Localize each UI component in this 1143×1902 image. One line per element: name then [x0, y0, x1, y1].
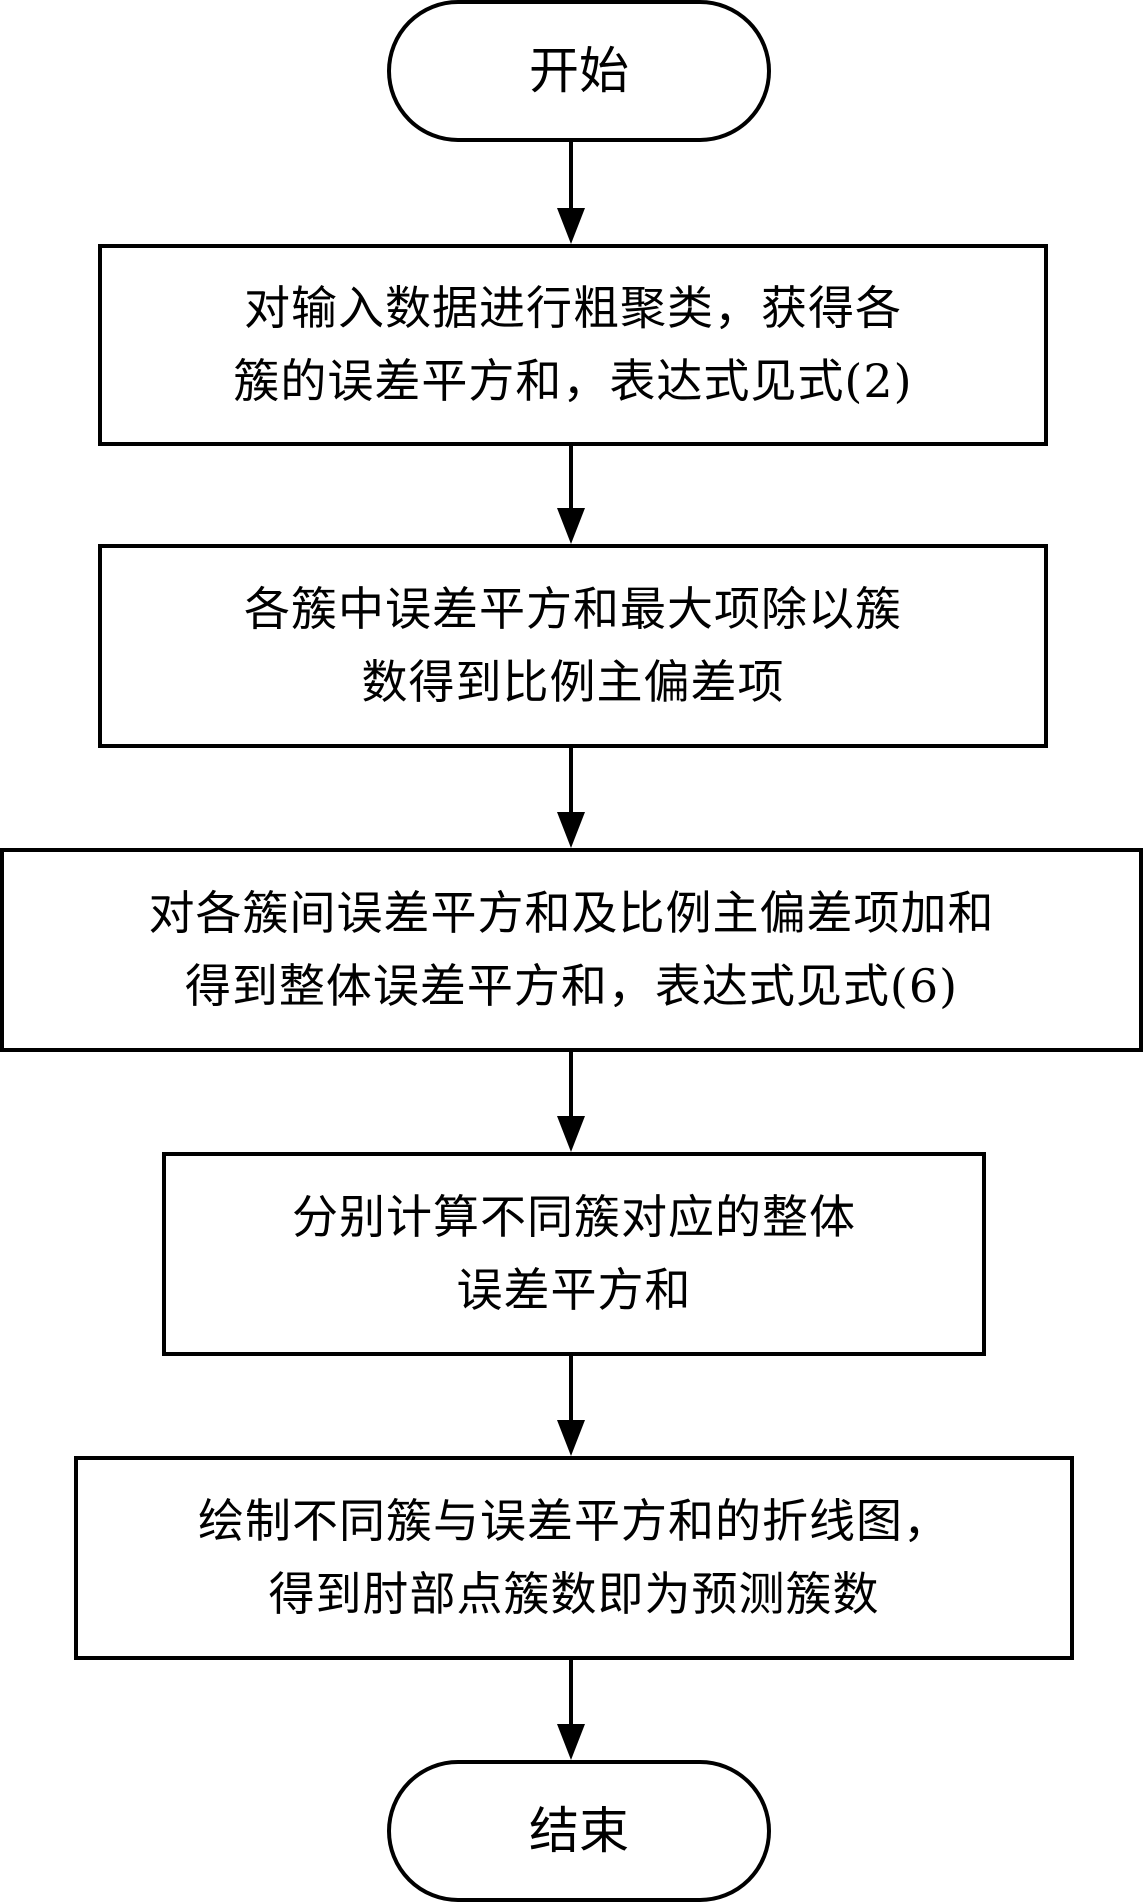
step-4-line-1: 分别计算不同簇对应的整体 — [292, 1190, 856, 1245]
step-5-box: 绘制不同簇与误差平方和的折线图， 得到肘部点簇数即为预测簇数 — [74, 1456, 1074, 1660]
start-label: 开始 — [529, 42, 629, 100]
step-4-line-2: 误差平方和 — [456, 1263, 692, 1317]
end-node: 结束 — [387, 1760, 771, 1902]
end-label: 结束 — [529, 1802, 629, 1860]
step-4-box: 分别计算不同簇对应的整体 误差平方和 — [162, 1152, 986, 1356]
step-3-line-1: 对各簇间误差平方和及比例主偏差项加和 — [148, 886, 995, 941]
step-2-line-2: 数得到比例主偏差项 — [361, 655, 785, 709]
step-5-line-1: 绘制不同簇与误差平方和的折线图， — [198, 1494, 950, 1549]
step-3-box: 对各簇间误差平方和及比例主偏差项加和 得到整体误差平方和，表达式见式(6) — [0, 848, 1143, 1052]
start-node: 开始 — [387, 0, 771, 142]
step-1-box: 对输入数据进行粗聚类，获得各 簇的误差平方和，表达式见式(2) — [98, 244, 1048, 446]
step-5-line-2: 得到肘部点簇数即为预测簇数 — [268, 1567, 880, 1621]
step-1-line-1: 对输入数据进行粗聚类，获得各 — [244, 281, 902, 336]
step-2-line-1: 各簇中误差平方和最大项除以簇 — [244, 582, 902, 637]
step-3-line-2: 得到整体误差平方和，表达式见式(6) — [184, 959, 959, 1013]
step-1-line-2: 簇的误差平方和，表达式见式(2) — [233, 354, 913, 408]
step-2-box: 各簇中误差平方和最大项除以簇 数得到比例主偏差项 — [98, 544, 1048, 748]
